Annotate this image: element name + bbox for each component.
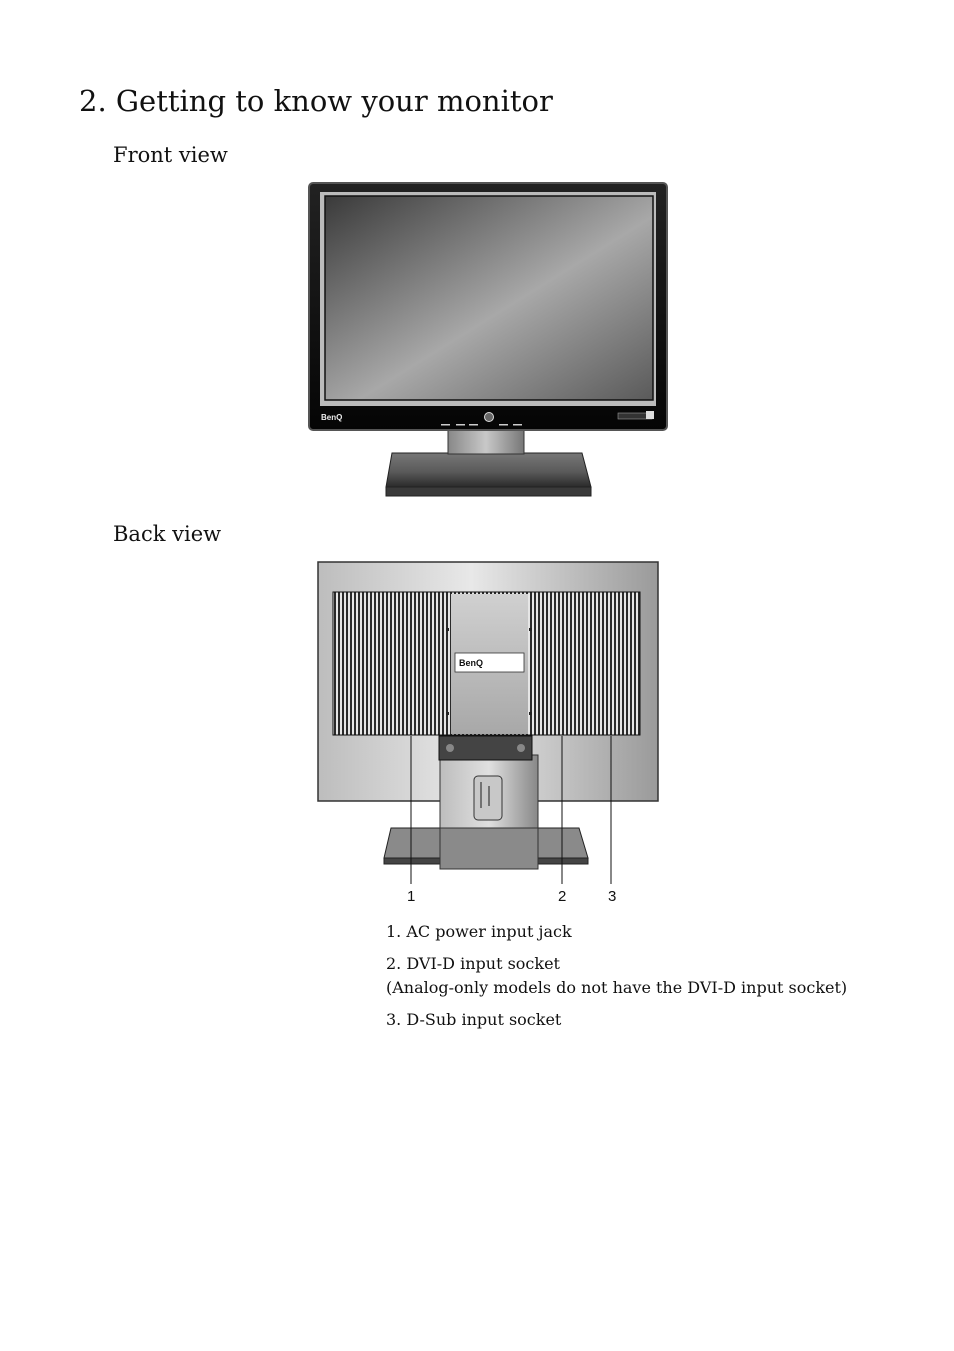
monitor-screen	[324, 195, 654, 401]
callout-2: 2	[558, 888, 566, 905]
power-icon	[484, 412, 494, 422]
back-view-heading: Back view	[113, 522, 222, 546]
legend-item-label: 1. AC power input jack	[386, 922, 572, 941]
legend-item: 2. DVI-D input socket (Analog-only model…	[386, 952, 847, 1000]
stand-base	[385, 452, 592, 488]
stand-hinge	[438, 735, 533, 761]
page-title: 2. Getting to know your monitor	[79, 84, 553, 118]
legend-item: 1. AC power input jack	[386, 920, 572, 944]
exit-button	[513, 424, 522, 426]
legend-item: 3. D-Sub input socket	[386, 1008, 561, 1032]
back-view-illustration: BenQ 1 2 3	[317, 561, 659, 905]
cable-clip	[473, 775, 503, 821]
legend-item-label: 2. DVI-D input socket	[386, 954, 560, 973]
back-brand-logo: BenQ	[459, 658, 483, 668]
enter-button	[499, 424, 508, 426]
control-buttons	[441, 424, 522, 426]
front-view-heading: Front view	[113, 143, 228, 167]
mode-button	[456, 424, 465, 426]
brand-logo: BenQ	[321, 413, 342, 422]
callout-3: 3	[608, 888, 616, 905]
callout-1: 1	[407, 888, 415, 905]
auto-button	[469, 424, 478, 426]
legend-item-label: 3. D-Sub input socket	[386, 1010, 562, 1029]
menu-button	[441, 424, 450, 426]
front-view-illustration: BenQ	[308, 182, 668, 497]
legend-item-note: (Analog-only models do not have the DVI-…	[386, 978, 848, 997]
